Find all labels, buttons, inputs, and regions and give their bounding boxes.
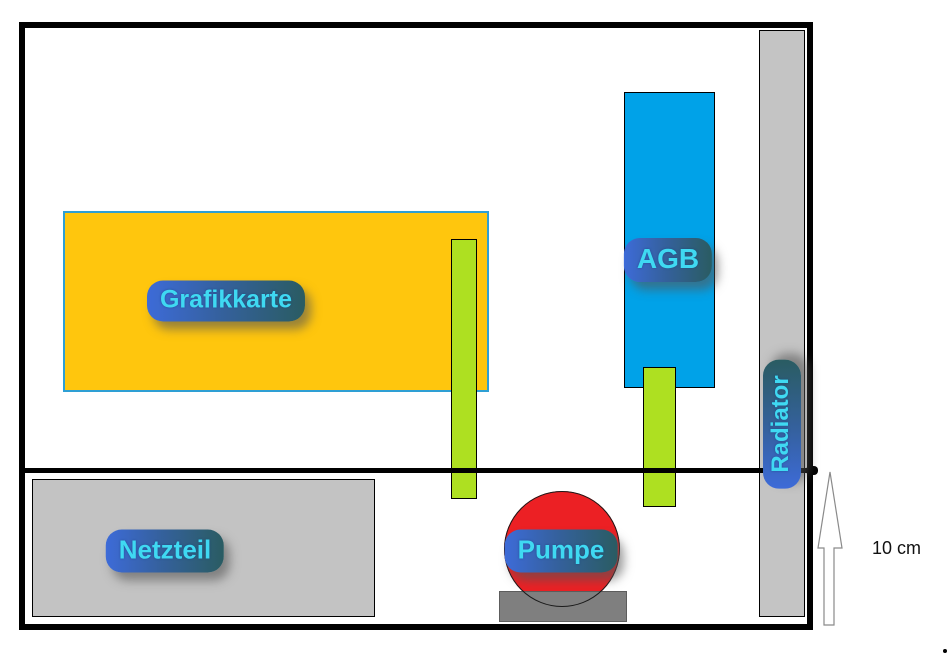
gpu-box — [63, 211, 489, 392]
reservoir-label: AGB — [623, 238, 713, 282]
compartment-divider — [22, 468, 808, 473]
radiator-label: Radiator — [763, 359, 801, 489]
divider-end-dot — [806, 466, 818, 475]
gpu-label: Grafikkarte — [146, 280, 306, 322]
tube-reservoir — [643, 367, 676, 507]
scale-arrow-icon — [817, 471, 843, 626]
psu-label: Netzteil — [105, 529, 225, 573]
pump-circle-outline — [504, 491, 620, 607]
radiator-bar — [759, 30, 805, 617]
stray-dot — [943, 649, 947, 653]
tube-gpu — [451, 239, 477, 499]
case-outline — [19, 22, 813, 630]
scale-caption: 10 cm — [872, 538, 922, 558]
pump-label: Pumpe — [504, 529, 618, 573]
